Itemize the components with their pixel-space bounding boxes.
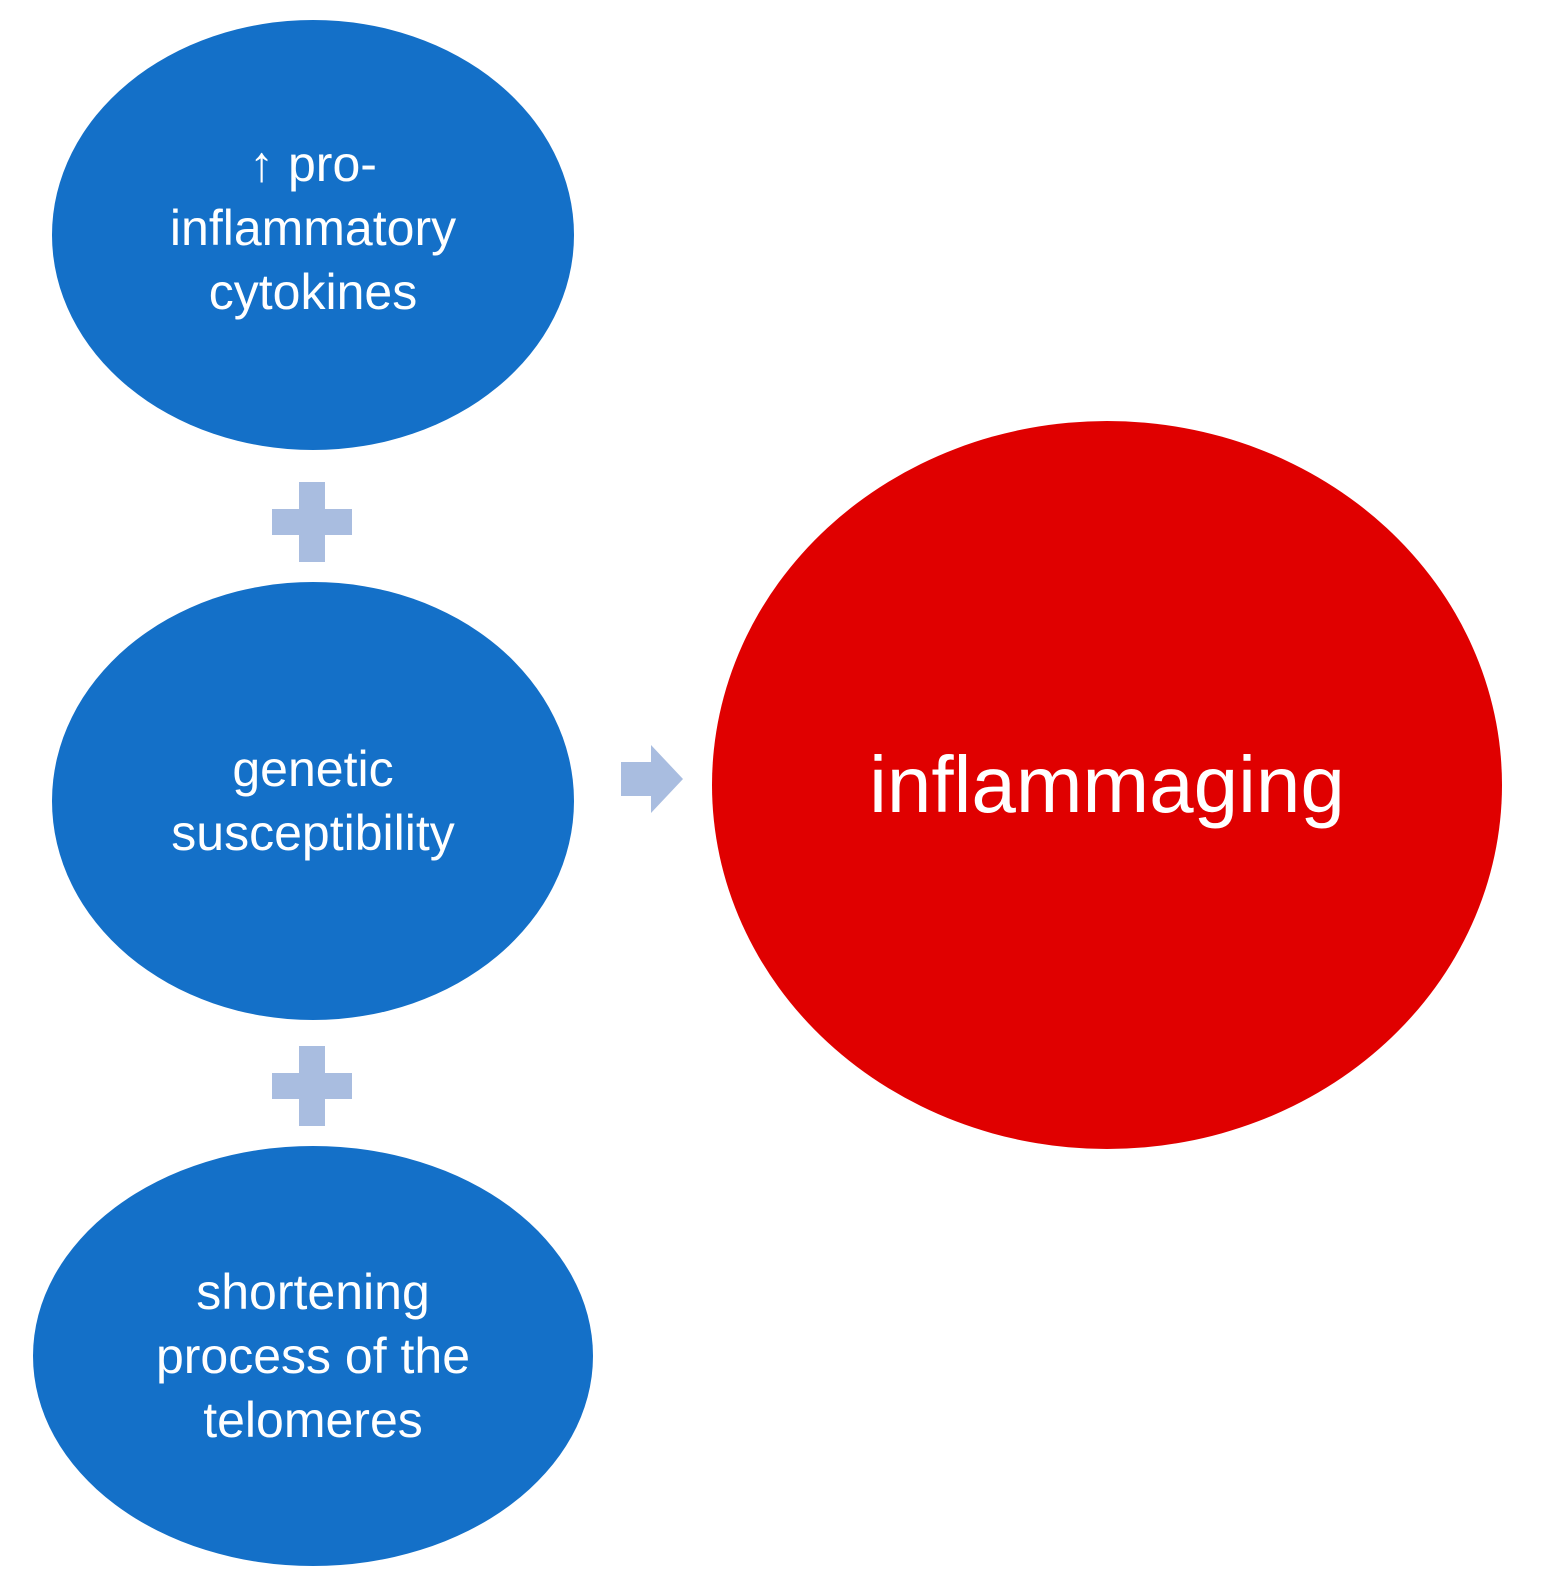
factor-node-cytokines: ↑ pro- inflammatory cytokines (52, 20, 574, 450)
result-node-inflammaging: inflammaging (712, 421, 1502, 1149)
plus-icon (272, 482, 352, 562)
factor-label-telomeres: shortening process of the telomeres (155, 1264, 471, 1448)
arrow-right-icon (621, 745, 683, 813)
factor-label-genetic: genetic susceptibility (171, 741, 455, 861)
plus-icon (272, 1046, 352, 1126)
result-label: inflammaging (869, 740, 1345, 829)
factor-label-cytokines: ↑ pro- inflammatory cytokines (169, 135, 457, 320)
factor-node-genetic: genetic susceptibility (52, 582, 574, 1020)
factor-node-telomeres: shortening process of the telomeres (33, 1146, 593, 1566)
